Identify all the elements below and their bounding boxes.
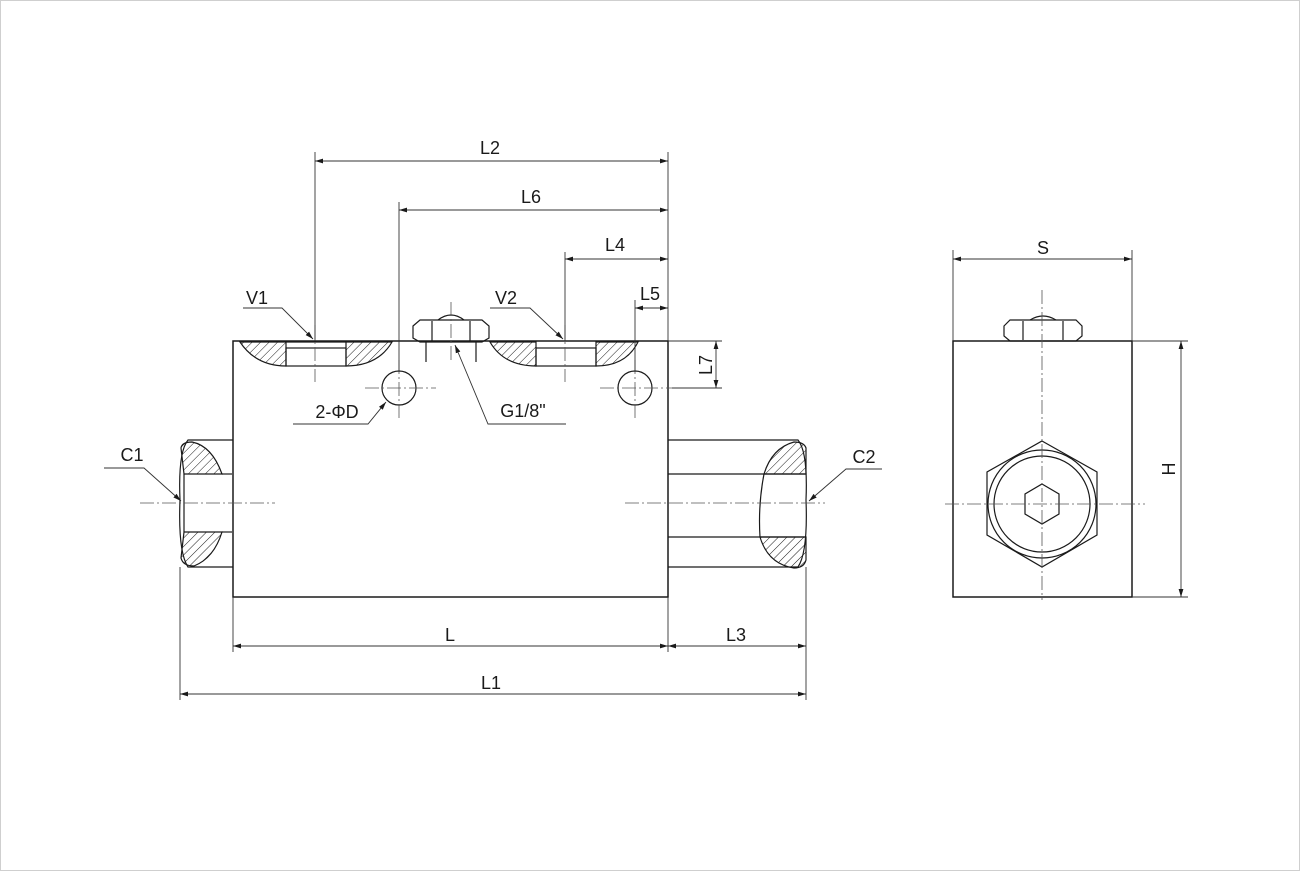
side-dimensions	[952, 250, 1188, 598]
label-l1: L1	[481, 673, 501, 693]
v1-port-section	[238, 341, 394, 367]
v2-port-section	[488, 341, 639, 367]
label-g1-8: G1/8"	[500, 401, 545, 421]
label-v1: V1	[246, 288, 268, 308]
label-c1: C1	[120, 445, 143, 465]
label-l2: L2	[480, 138, 500, 158]
label-l7: L7	[696, 355, 716, 375]
front-dimensions	[104, 152, 882, 700]
label-l5: L5	[640, 284, 660, 304]
dimension-labels: L2 L6 L4 L5 L7 V1 V2 2-ΦD G1/8" C1 C2 L …	[120, 138, 1179, 693]
side-body	[952, 340, 1133, 598]
label-h: H	[1159, 463, 1179, 476]
label-v2: V2	[495, 288, 517, 308]
label-l4: L4	[605, 235, 625, 255]
side-view	[945, 290, 1145, 600]
label-l6: L6	[521, 187, 541, 207]
left-port-boss	[179, 439, 233, 568]
label-c2: C2	[852, 447, 875, 467]
front-view	[140, 302, 825, 598]
label-l3: L3	[726, 625, 746, 645]
label-l: L	[445, 625, 455, 645]
label-2-phi-d: 2-ΦD	[315, 402, 358, 422]
valve-body	[232, 340, 669, 598]
side-nut	[1003, 319, 1083, 342]
right-port-boss	[668, 439, 807, 569]
label-s: S	[1037, 238, 1049, 258]
center-lines-front	[140, 302, 825, 504]
